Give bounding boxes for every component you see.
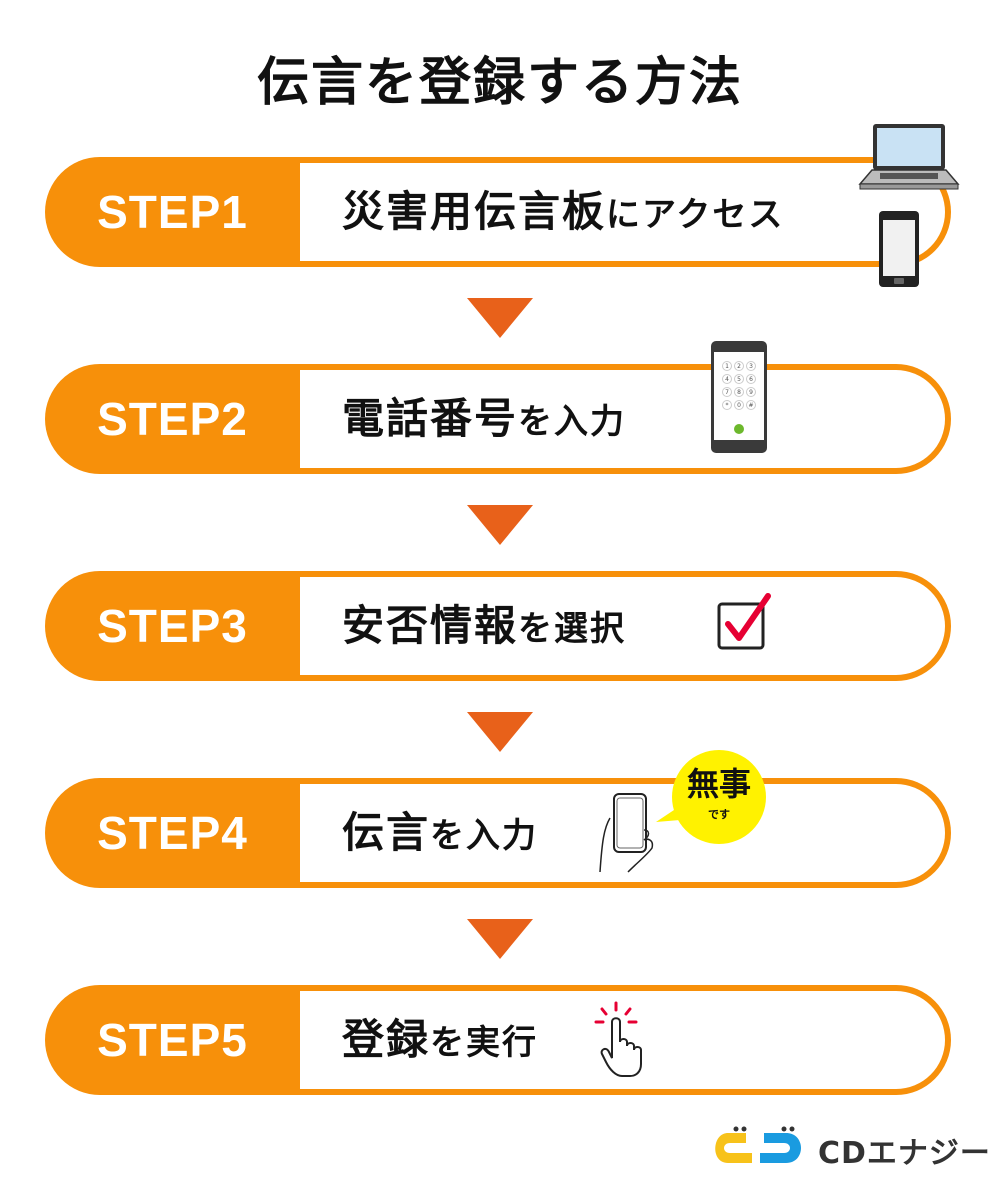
- arrow-down-icon: [467, 505, 533, 545]
- logo-text: CDエナジー: [818, 1136, 991, 1171]
- speech-bubble-icon: 無事 です: [656, 750, 766, 844]
- step-label: STEP4: [97, 807, 248, 859]
- step-text: 災害用伝言板にアクセス: [342, 163, 784, 261]
- arrow-down-icon: [467, 919, 533, 959]
- step-3: STEP3 安否情報を選択: [45, 571, 951, 681]
- dialpad-key: [722, 361, 732, 371]
- step-label: STEP3: [97, 600, 248, 652]
- dialpad-key: [734, 361, 744, 371]
- step-body: 電話番号を入力: [300, 370, 945, 468]
- dialpad-key: [722, 400, 732, 410]
- dialpad-key-label: 4: [725, 376, 729, 383]
- laptop-icon: [858, 124, 960, 190]
- checkbox-checked-icon: [717, 593, 771, 650]
- step-text: 電話番号を入力: [342, 370, 626, 468]
- smartphone-icon: [879, 211, 919, 287]
- step-body: 災害用伝言板にアクセス: [300, 163, 945, 261]
- step-4: STEP4 伝言を入力: [45, 778, 951, 888]
- step-text: 伝言を入力: [342, 784, 538, 882]
- step-text-main: 安否情報: [342, 601, 519, 650]
- step-text-sub: にアクセス: [606, 195, 785, 235]
- step-2: STEP2 電話番号を入力: [45, 364, 951, 474]
- step-text: 安否情報を選択: [342, 577, 626, 675]
- step-label: STEP2: [97, 393, 248, 445]
- dialpad-key-label: 9: [749, 389, 753, 396]
- step-text-main: 電話番号: [342, 394, 519, 443]
- cd-energy-logo: [715, 1126, 801, 1163]
- dialpad-key-label: 5: [737, 376, 741, 383]
- dialpad-key-label: 1: [725, 363, 729, 370]
- dialpad-key: [734, 400, 744, 410]
- dialpad-key-label: 2: [737, 363, 741, 370]
- step-label: STEP1: [97, 186, 248, 238]
- page-title: 伝言を登録する方法: [256, 53, 743, 113]
- dialpad-key: [746, 374, 756, 384]
- arrow-down-icon: [467, 298, 533, 338]
- step-text-sub: を入力: [430, 816, 539, 856]
- dialpad-key: [746, 387, 756, 397]
- step-text-main: 災害用伝言板: [342, 187, 607, 236]
- step-text-main: 伝言: [342, 808, 431, 857]
- dialpad-key: [734, 387, 744, 397]
- step-5: STEP5 登録を実行: [45, 985, 951, 1095]
- dialpad-key: [746, 361, 756, 371]
- arrow-down-icon: [467, 712, 533, 752]
- dialpad-key: [722, 374, 732, 384]
- dialpad-key-label: 8: [737, 389, 741, 396]
- step-text-main: 登録: [342, 1015, 431, 1064]
- step-text-sub: を入力: [518, 402, 627, 442]
- step-label: STEP5: [97, 1014, 248, 1066]
- step-text-sub: を選択: [518, 609, 627, 649]
- step-text-sub: を実行: [430, 1023, 539, 1063]
- step-1: STEP1 災害用伝言板にアクセス: [45, 157, 951, 267]
- dialpad-key-label: 7: [725, 389, 729, 396]
- dialpad-key-label: 6: [749, 376, 753, 383]
- dialpad-key: [722, 387, 732, 397]
- step-text: 登録を実行: [342, 991, 538, 1089]
- dialpad-key-label: *: [726, 402, 729, 409]
- bubble-main-text: 無事: [686, 765, 751, 803]
- dialpad-key-label: 3: [749, 363, 753, 370]
- pointing-hand-tap-icon: [594, 1001, 642, 1077]
- dialpad-key-label: #: [748, 402, 753, 409]
- dialpad-key: [746, 400, 756, 410]
- bubble-sub-text: です: [708, 808, 730, 821]
- dialpad-key: [734, 374, 744, 384]
- hand-holding-phone-icon: [599, 793, 654, 873]
- phone-dialpad-icon: 1 2 3 4 5 6 7 8 9 * 0 #: [711, 341, 767, 453]
- dialpad-key-label: 0: [737, 402, 741, 409]
- step-body: 安否情報を選択: [300, 577, 945, 675]
